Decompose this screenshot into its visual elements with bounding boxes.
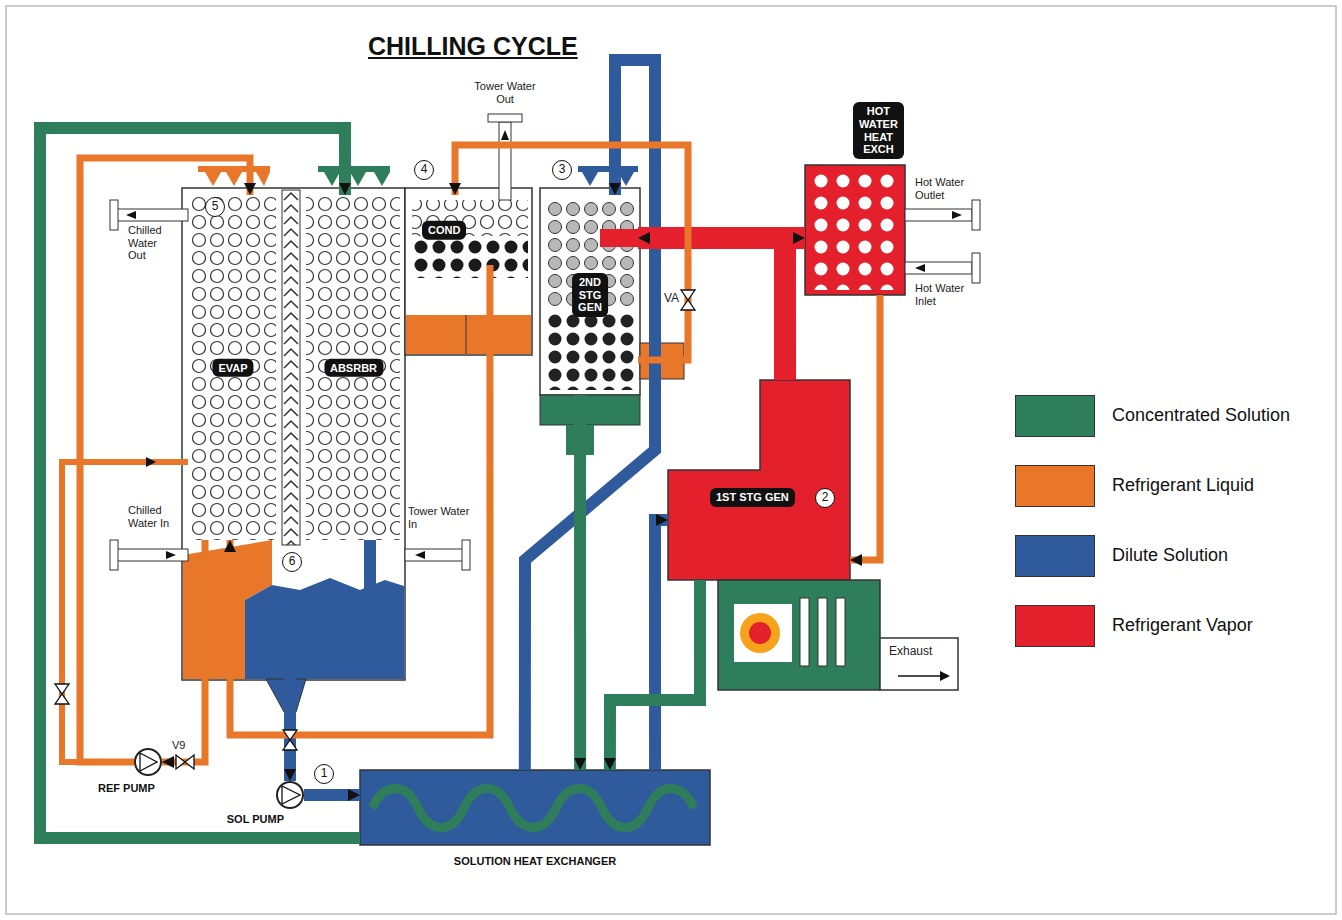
component-tag: HOT WATER HEAT EXCH bbox=[853, 102, 904, 159]
arrowhead bbox=[224, 540, 236, 552]
arrowhead bbox=[574, 758, 586, 770]
pipe-label: Hot Water Outlet bbox=[915, 176, 970, 201]
absorber: ABSRBR bbox=[305, 195, 402, 540]
pipe-line bbox=[785, 238, 805, 380]
legend-text: Dilute Solution bbox=[1112, 545, 1228, 566]
pipe-connector bbox=[224, 265, 490, 735]
callout-number: 5 bbox=[205, 197, 225, 217]
callout-number: 3 bbox=[552, 160, 572, 180]
diagram-title: CHILLING CYCLE bbox=[368, 32, 578, 61]
evaporator: EVAP bbox=[188, 195, 278, 540]
pipe-label: Chilled Water In bbox=[128, 504, 176, 529]
pipe-label: Hot Water Inlet bbox=[915, 282, 970, 307]
pipe-line bbox=[850, 295, 880, 560]
pipe-connector bbox=[449, 145, 688, 360]
pipe-line bbox=[610, 580, 700, 770]
arrowhead bbox=[609, 183, 621, 195]
pipe-label: Tower Water In bbox=[408, 505, 478, 530]
legend-swatch bbox=[1015, 465, 1095, 507]
valve-label: V9 bbox=[172, 739, 185, 752]
first-stage-generator: 1ST STG GEN bbox=[668, 380, 850, 580]
legend-text: Refrigerant Vapor bbox=[1112, 615, 1253, 636]
pipe-connector bbox=[284, 540, 370, 781]
component-tag: 1ST STG GEN bbox=[710, 488, 795, 507]
pipe-label: Chilled Water Out bbox=[128, 224, 176, 262]
pipe-connector bbox=[525, 60, 655, 770]
pipe-line bbox=[655, 520, 668, 770]
solution-heat-exchanger: SOLUTION HEAT EXCHANGER bbox=[360, 770, 710, 845]
arrowhead bbox=[656, 514, 668, 526]
pipe-connector bbox=[785, 232, 805, 380]
pipe-label: Tower Water Out bbox=[465, 80, 545, 105]
callout-number: 2 bbox=[815, 488, 835, 508]
arrowhead bbox=[162, 756, 174, 768]
solution-pump: SOL PUMP bbox=[276, 781, 304, 809]
pipe-connector bbox=[80, 158, 256, 762]
arrowhead bbox=[604, 758, 616, 770]
component-tag: COND bbox=[422, 221, 466, 240]
arrowhead bbox=[793, 232, 805, 244]
component-tag: ABSRBR bbox=[324, 358, 383, 377]
arrowhead bbox=[850, 554, 862, 566]
callout-number: 6 bbox=[282, 552, 302, 572]
arrowhead bbox=[339, 183, 351, 195]
pipe-connector bbox=[304, 789, 360, 801]
component-label: REF PUMP bbox=[98, 782, 155, 795]
arrowhead bbox=[284, 769, 296, 781]
legend-swatch bbox=[1015, 395, 1095, 437]
arrowhead bbox=[449, 183, 461, 195]
pipe-line bbox=[162, 540, 205, 762]
pipe-line bbox=[80, 158, 250, 762]
pipe-connector bbox=[162, 540, 205, 768]
second-stage-generator: 2ND STG GEN bbox=[542, 195, 638, 395]
exhaust-label: Exhaust bbox=[889, 645, 932, 659]
legend-text: Concentrated Solution bbox=[1112, 405, 1290, 426]
pipe-line bbox=[304, 789, 360, 801]
component-label: SOLUTION HEAT EXCHANGER bbox=[454, 855, 616, 868]
legend-text: Refrigerant Liquid bbox=[1112, 475, 1254, 496]
arrowhead bbox=[244, 183, 256, 195]
pipe-connector bbox=[604, 580, 700, 770]
pipe-connector bbox=[574, 395, 586, 770]
pipe-line bbox=[230, 265, 490, 735]
valve-label: VA bbox=[664, 292, 679, 306]
legend-swatch bbox=[1015, 535, 1095, 577]
component-tag: EVAP bbox=[212, 358, 253, 377]
arrowhead bbox=[638, 232, 650, 244]
pipe-line bbox=[525, 60, 655, 770]
hot-water-heat-exchanger: HOT WATER HEAT EXCH bbox=[805, 165, 905, 295]
component-tag: 2ND STG GEN bbox=[572, 273, 608, 317]
pipe-line bbox=[290, 540, 370, 781]
legend-swatch bbox=[1015, 605, 1095, 647]
condenser: COND bbox=[412, 195, 528, 265]
callout-number: 4 bbox=[414, 160, 434, 180]
arrowhead bbox=[348, 789, 360, 801]
refrigerant-pump: REF PUMP bbox=[134, 748, 162, 776]
pipe-line bbox=[574, 395, 586, 770]
pipe-connector bbox=[850, 295, 880, 566]
component-label: SOL PUMP bbox=[227, 813, 284, 826]
callout-number: 1 bbox=[314, 764, 334, 784]
pipe-connector bbox=[655, 514, 668, 770]
